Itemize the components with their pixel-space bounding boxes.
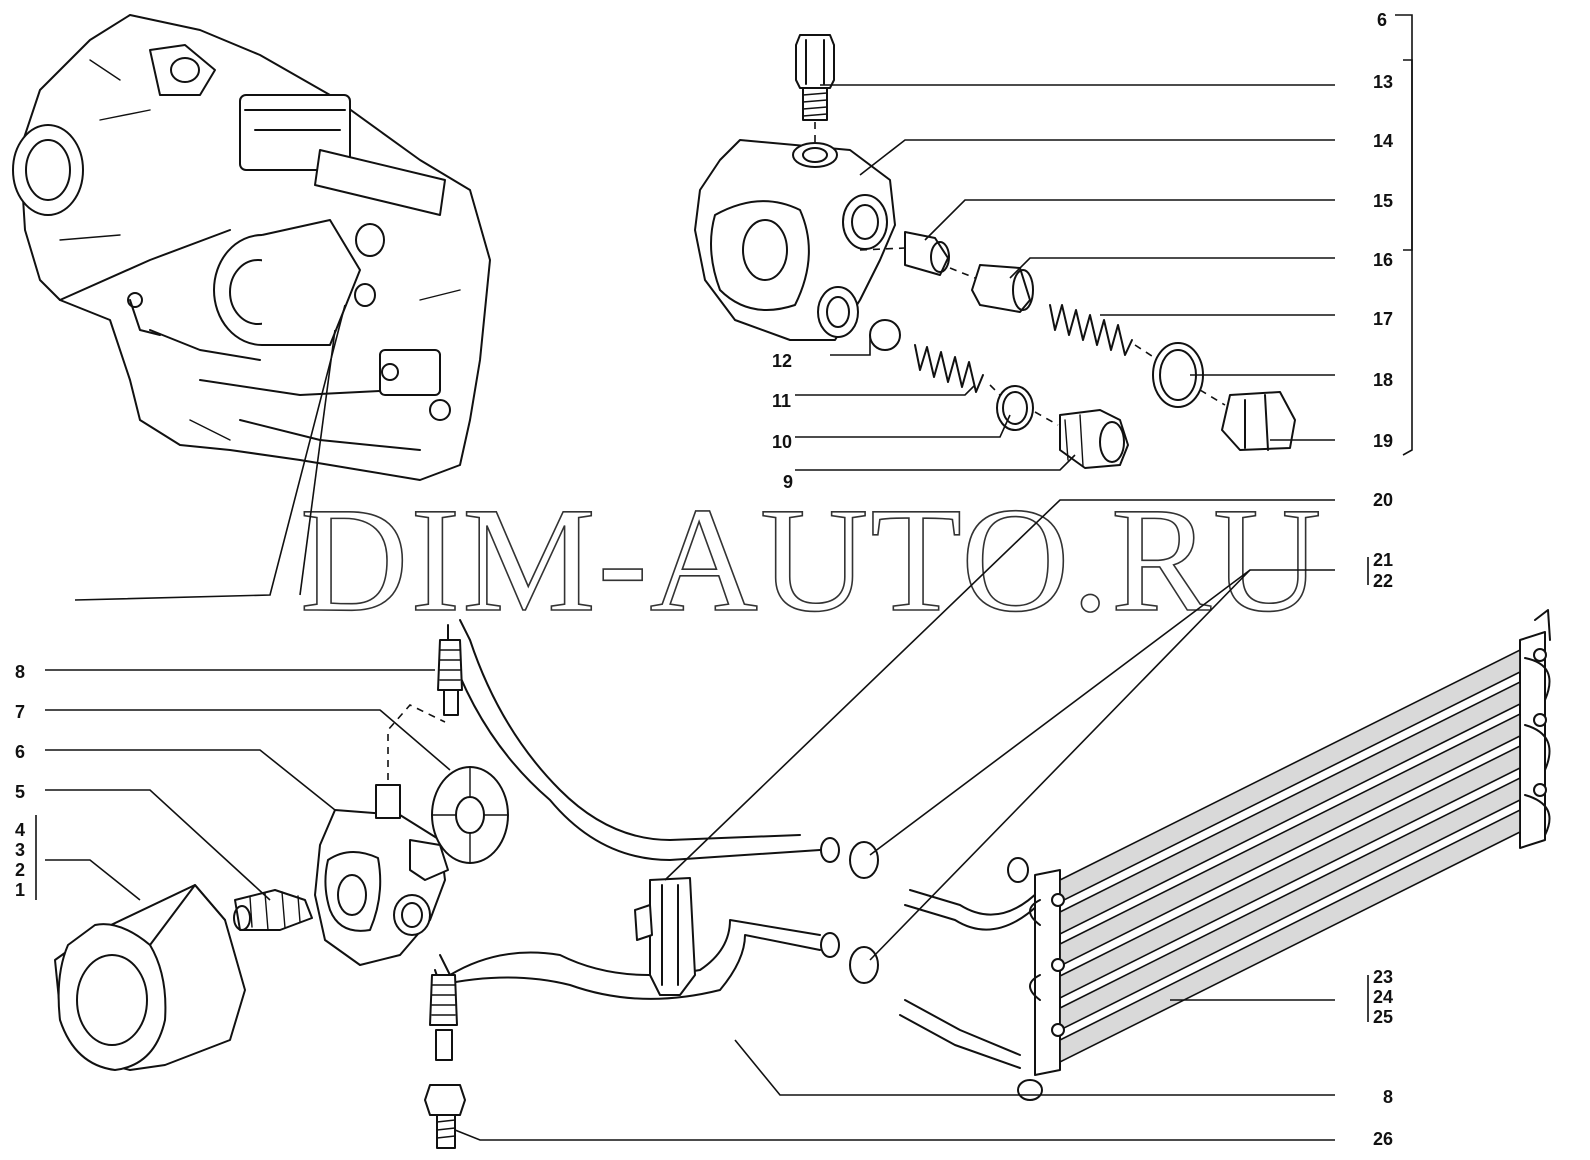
engine-block-illustration [12, 14, 491, 481]
callout-25: 25 [1373, 1007, 1393, 1027]
adapter-exploded-assembly [694, 34, 1296, 469]
adapter-lower-illustration [233, 704, 509, 966]
callout-23: 23 [1373, 967, 1393, 987]
callout-4: 4 [15, 820, 25, 840]
callout-12: 12 [772, 351, 792, 371]
callout-16: 16 [1373, 250, 1393, 270]
callout-18: 18 [1373, 370, 1393, 390]
callout-10: 10 [772, 432, 792, 452]
callout-24: 24 [1373, 987, 1393, 1007]
callout-15: 15 [1373, 191, 1393, 211]
callout-6-left: 6 [15, 742, 25, 762]
oil-lines-illustration [424, 619, 1051, 1149]
callout-21: 21 [1373, 550, 1393, 570]
callout-11: 11 [772, 391, 791, 411]
callout-20: 20 [1373, 490, 1393, 510]
callout-2: 2 [15, 860, 25, 880]
callout-3: 3 [15, 840, 25, 860]
callout-17: 17 [1373, 309, 1393, 329]
callout-9: 9 [783, 472, 793, 492]
callout-19: 19 [1373, 431, 1393, 451]
callout-5: 5 [15, 782, 25, 802]
callout-14: 14 [1373, 131, 1393, 151]
callout-7: 7 [15, 702, 25, 722]
callout-26: 26 [1373, 1129, 1393, 1149]
callout-8-bottom: 8 [1383, 1087, 1393, 1107]
leader-lines [35, 14, 1413, 1141]
callout-8-left: 8 [15, 662, 25, 682]
callout-22: 22 [1373, 571, 1393, 591]
callout-6-top: 6 [1377, 10, 1387, 30]
callout-1: 1 [15, 880, 25, 900]
watermark-text: DIM-AUTO.RU [300, 477, 1323, 643]
callout-13: 13 [1373, 72, 1393, 92]
oil-filter-illustration [54, 884, 246, 1071]
oil-cooler-illustration [1007, 609, 1551, 1101]
callout-labels: 6 13 14 15 16 17 18 19 12 11 10 9 20 21 … [15, 10, 1393, 1149]
cooler-fins [1059, 648, 1521, 1064]
